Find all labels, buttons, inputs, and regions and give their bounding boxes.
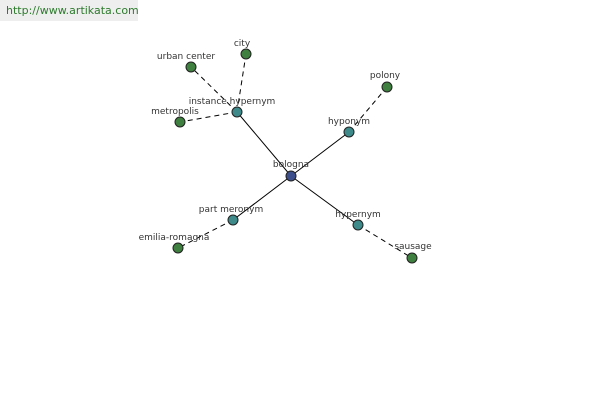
node-label-polony: polony — [370, 71, 401, 81]
node-emilia-romagna[interactable] — [172, 242, 184, 254]
node-hypernym[interactable] — [352, 219, 364, 231]
node-urban-center[interactable] — [185, 61, 197, 73]
edge-bologna-instance-hypernym — [236, 111, 292, 177]
node-label-sausage: sausage — [394, 242, 432, 252]
node-instance-hypernym[interactable] — [231, 106, 243, 118]
node-label-hypernym: hypernym — [335, 210, 381, 220]
node-metropolis[interactable] — [174, 116, 186, 128]
node-part-meronym[interactable] — [227, 214, 239, 226]
node-sausage[interactable] — [406, 252, 418, 264]
watermark-url: http://www.artikata.com — [0, 0, 139, 21]
graph-edges — [177, 53, 413, 259]
edge-instance-hypernym-metropolis — [179, 111, 238, 123]
node-bologna[interactable] — [285, 170, 297, 182]
edge-part-meronym-emilia-romagna — [177, 219, 234, 249]
node-label-hyponym: hyponym — [328, 117, 370, 127]
graph-nodes: bologna instance hypernym hyponym part mero… — [139, 39, 432, 264]
edge-bologna-hypernym — [290, 175, 359, 226]
node-polony[interactable] — [381, 81, 393, 93]
edge-hyponym-polony — [348, 86, 388, 133]
node-label-metropolis: metropolis — [151, 107, 199, 117]
edge-instance-hypernym-urban-center — [190, 66, 238, 113]
edge-hypernym-sausage — [357, 224, 413, 259]
node-label-bologna: bologna — [273, 160, 309, 170]
node-city[interactable] — [240, 48, 252, 60]
node-hyponym[interactable] — [343, 126, 355, 138]
edge-bologna-hyponym — [290, 131, 350, 177]
node-label-emilia-romagna: emilia-romagna — [139, 233, 210, 243]
node-label-city: city — [234, 39, 251, 49]
node-label-instance-hypernym: instance hypernym — [189, 97, 276, 107]
edge-bologna-part-meronym — [232, 175, 292, 221]
node-label-part-meronym: part meronym — [199, 205, 263, 215]
edge-instance-hypernym-city — [236, 53, 247, 113]
node-label-urban-center: urban center — [157, 52, 215, 62]
